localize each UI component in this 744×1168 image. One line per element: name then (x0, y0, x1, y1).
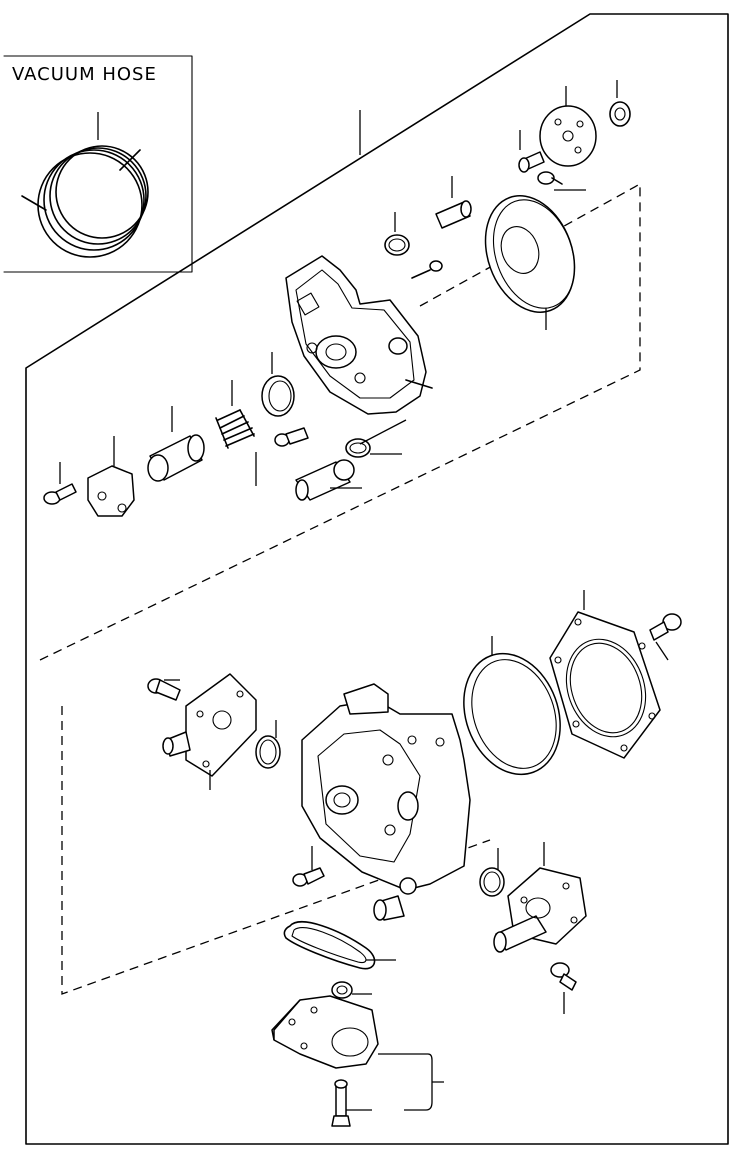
pump-main-body (301, 683, 471, 895)
valve-piston (147, 406, 205, 482)
bolt-outlet (550, 962, 577, 1014)
shaft-pin (435, 176, 472, 229)
pump-cover-housing (285, 255, 433, 445)
bracket-clip (87, 436, 135, 517)
seal-ring (261, 352, 295, 417)
o-ring-mid (345, 438, 402, 458)
o-ring-cover (255, 720, 281, 769)
o-ring-small (384, 212, 410, 256)
bolt-right (649, 613, 682, 661)
lower-dashed-boundary (61, 706, 491, 995)
drain-washer (331, 981, 372, 999)
o-ring-outlet (479, 848, 505, 897)
bolt-cover (147, 678, 181, 701)
vacuum-hose-inset: VACUUM HOSE (3, 55, 193, 273)
end-cover-plate (162, 673, 257, 790)
check-valve-tube (295, 459, 362, 501)
mount-gasket-hex (549, 590, 661, 759)
vacuum-hose-coil (21, 145, 149, 258)
tiny-bolt (411, 260, 443, 279)
large-o-ring (463, 636, 561, 776)
pin-bushing (518, 130, 545, 173)
assembly-frame (25, 13, 729, 1145)
fitting-elbow (373, 895, 405, 921)
flange-plate (539, 86, 597, 167)
diaphragm-disc (484, 195, 576, 330)
oil-pan (271, 995, 428, 1069)
bracket-leader (404, 1053, 444, 1111)
bolt-body (292, 846, 325, 887)
outlet-cover (493, 842, 587, 953)
loop-seal (283, 921, 396, 970)
vacuum-hose-label: VACUUM HOSE (12, 64, 157, 85)
drain-bolt (331, 1079, 372, 1127)
bolt-left (43, 462, 77, 505)
screw-mid (255, 427, 309, 486)
small-screw-top (537, 171, 586, 191)
small-washer (609, 80, 631, 127)
coil-spring (215, 380, 255, 449)
